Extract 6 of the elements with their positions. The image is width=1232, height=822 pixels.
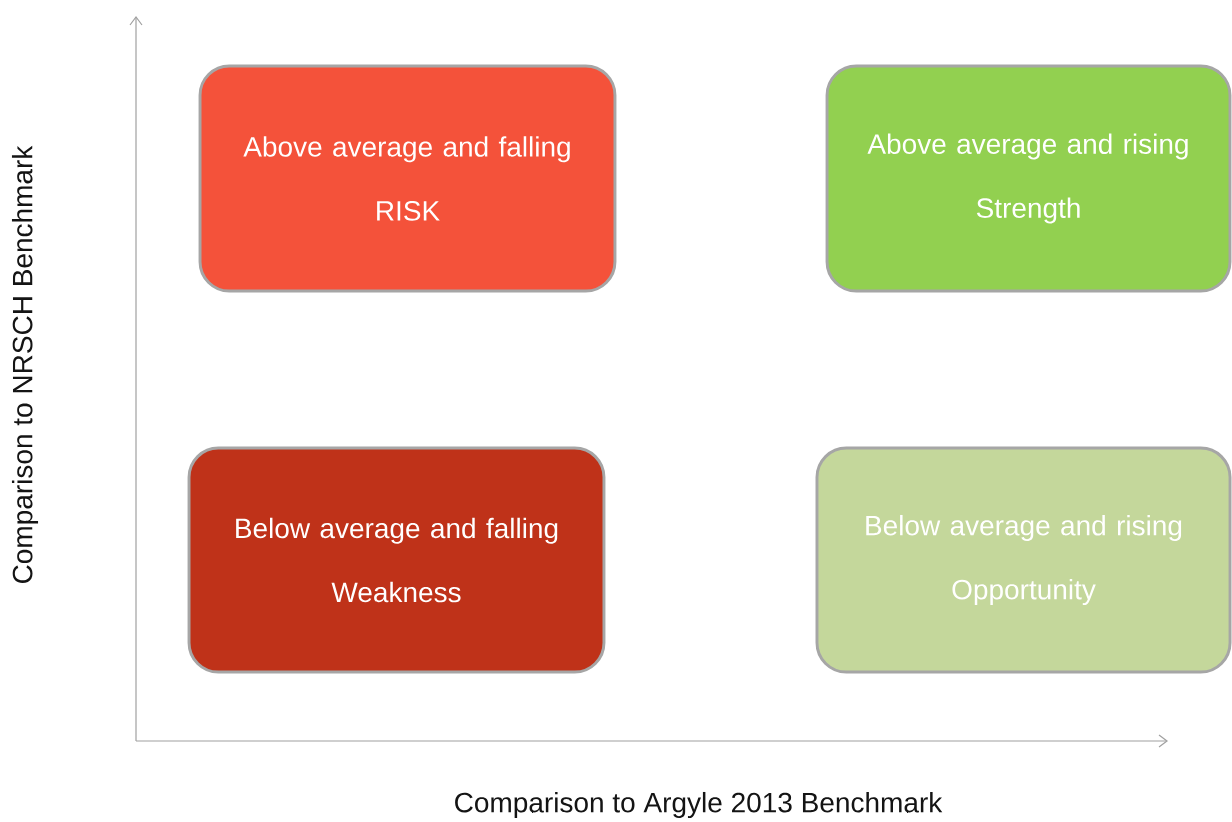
axis-label: Comparison to NRSCH Benchmark: [11, 145, 39, 583]
axis-label: Comparison to Argyle 2013 Benchmark: [455, 791, 943, 819]
quadrant-box: Above average and falling RISK: [198, 64, 617, 293]
quadrant-box: Above average and rising Strength: [825, 64, 1232, 293]
quadrant-box: Below average and falling Weakness: [187, 446, 606, 674]
quadrant-box: Below average and rising Opportunity: [815, 446, 1232, 674]
